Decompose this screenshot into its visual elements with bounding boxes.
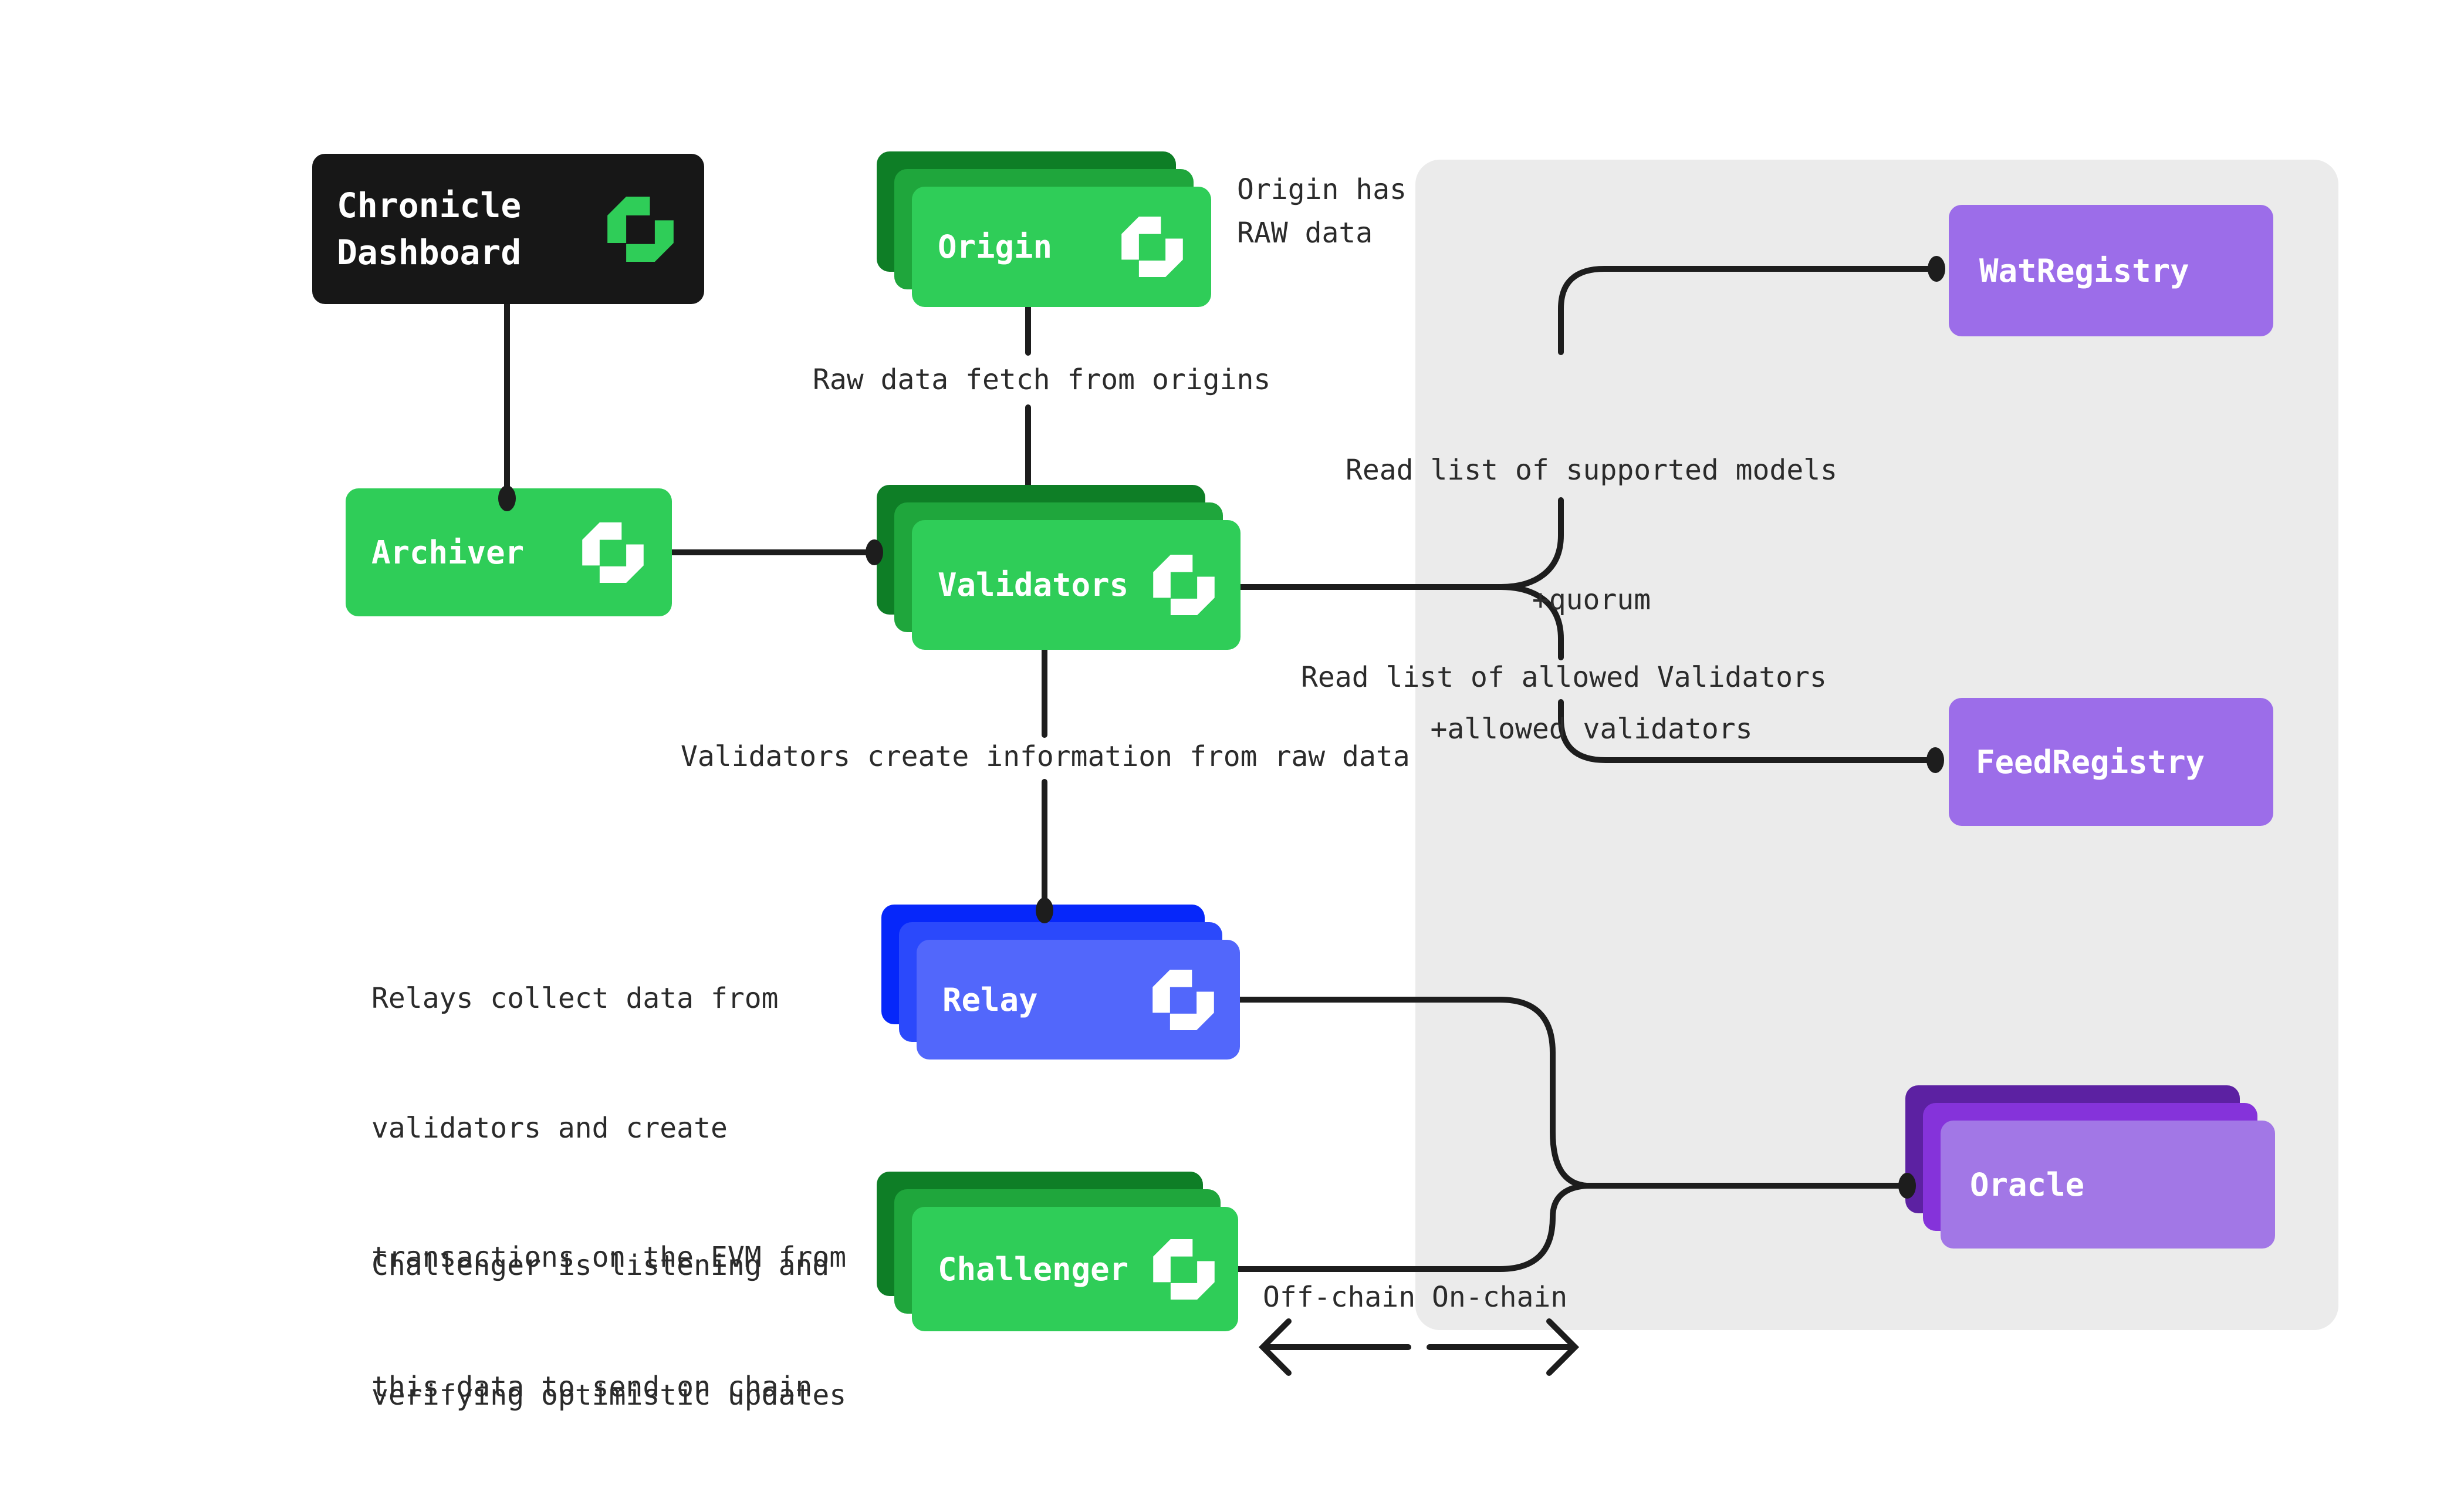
- raw-fetch-label: Raw data fetch from origins: [813, 363, 1271, 396]
- read-allowed-label: Read list of allowed Validators: [1301, 661, 1827, 694]
- relay-label: Relay: [942, 981, 1038, 1018]
- origin-card-front: Origin: [912, 187, 1211, 307]
- on-chain-label: On-chain: [1432, 1281, 1568, 1314]
- validators-card-front: Validators: [912, 520, 1241, 650]
- challenger-card-front: Challenger: [912, 1207, 1238, 1331]
- read-supported-label: Read list of supported models +quorum +a…: [1345, 454, 1838, 745]
- oracle-label: Oracle: [1970, 1166, 2085, 1203]
- origin-label: Origin: [938, 228, 1053, 265]
- node-archiver: Archiver: [346, 488, 672, 616]
- chronicle-logo-icon: [1153, 555, 1215, 615]
- challenger-label: Challenger: [938, 1250, 1129, 1288]
- off-chain-label: Off-chain: [1263, 1281, 1416, 1314]
- validators-create-label: Validators create information from raw d…: [681, 740, 1410, 773]
- node-wat-registry: WatRegistry: [1949, 205, 2273, 336]
- oracle-card-front: Oracle: [1941, 1121, 2275, 1249]
- relay-note: Relays collect data from validators and …: [371, 982, 847, 1403]
- validators-label: Validators: [938, 566, 1129, 603]
- chronicle-logo-icon: [1121, 217, 1183, 277]
- relay-card-front: Relay: [917, 940, 1240, 1060]
- off-chain-arrow-icon: [1258, 1318, 1411, 1376]
- chronicle-logo-icon: [1153, 1239, 1215, 1300]
- feed-registry-label: FeedRegistry: [1976, 743, 2205, 781]
- chronicle-logo-icon: [582, 522, 644, 583]
- archiver-label: Archiver: [371, 534, 525, 571]
- chronicle-logo-icon: [607, 196, 674, 262]
- wat-registry-label: WatRegistry: [1979, 252, 2189, 289]
- node-feed-registry: FeedRegistry: [1949, 698, 2273, 826]
- challenger-note: Challenger is listening and verifying op…: [371, 1249, 847, 1412]
- chronicle-logo-icon: [1152, 969, 1214, 1030]
